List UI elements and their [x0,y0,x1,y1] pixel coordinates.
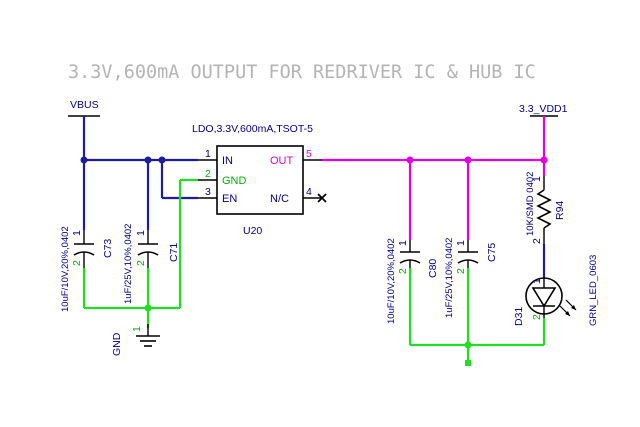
capacitor-c80: 1 2 C80 10uF/10V,20%,0402 [386,238,439,324]
c71-value: 1uF/25V,10%,0402 [123,224,134,304]
r94-value: 10K/SMD 0402 [525,172,536,236]
c75-pin1: 1 [455,240,467,246]
c73-pin1: 1 [71,230,83,236]
u20-pin-en-name: EN [222,193,237,205]
u20-pin-in-num: 1 [205,148,211,160]
schematic-title: 3.3V,600mA OUTPUT FOR REDRIVER IC & HUB … [68,62,536,83]
led-d31: 1 2 D31 GRN_LED_0603 [513,244,599,326]
d31-ref: D31 [513,307,525,326]
capacitor-c75: 1 2 C75 1uF/25V,10%,0402 [444,238,498,318]
gnd-net-right [408,268,546,366]
c75-ref: C75 [486,243,498,262]
capacitor-c73: 1 2 C73 10uF/10V,20%,0402 [60,226,114,312]
c71-ref: C71 [168,243,180,262]
gnd-label: GND [111,332,123,356]
u20-pin-gnd-name: GND [222,175,247,187]
c80-pin2: 2 [397,268,409,274]
c71-pin1: 1 [135,230,147,236]
junction-dot [80,156,88,164]
u20-ldo: LDO,3.3V,600mA,TSOT-5 U20 1 IN 2 GND 3 E… [192,123,327,237]
resistor-r94: 1 2 R94 10K/SMD 0402 [525,172,566,244]
c75-value: 1uF/25V,10%,0402 [444,238,455,318]
junction-dot [158,156,166,164]
junction-dot [144,156,152,164]
u20-pin-out-num: 5 [306,148,312,160]
u20-pin-nc-name: N/C [270,193,289,205]
u20-pin-in-name: IN [222,155,233,167]
capacitor-c71: 1 2 C71 1uF/25V,10%,0402 [123,224,180,304]
junction-dot [406,156,414,164]
vbus-net-label: VBUS [70,99,99,111]
c80-pin1: 1 [397,240,409,246]
no-connect-x-icon [317,193,327,203]
gnd-symbol: 1 GND [111,324,160,356]
u20-value: LDO,3.3V,600mA,TSOT-5 [192,123,313,135]
c80-ref: C80 [427,259,439,278]
c75-pin2: 2 [455,268,467,274]
d31-value: GRN_LED_0603 [588,255,599,326]
junction-dot [464,341,472,349]
c73-pin2: 2 [71,260,83,266]
junction-dot [540,156,548,164]
c73-ref: C73 [102,239,114,258]
vdd-net: 3.3_VDD1 [322,103,568,240]
vdd-net-label: 3.3_VDD1 [519,103,568,115]
light-emission-arrows-icon [559,299,577,317]
c80-value: 10uF/10V,20%,0402 [386,238,397,324]
d31-pin2: 2 [531,314,543,320]
u20-pin-nc-num: 4 [306,186,312,198]
led-diode-icon [531,287,557,308]
u20-pin-en-num: 3 [205,186,211,198]
gnd-net-left [82,178,198,328]
net-port-square [465,360,471,366]
r94-ref: R94 [554,201,566,220]
junction-dot [464,156,472,164]
u20-pin-gnd-num: 2 [205,168,211,180]
c71-pin2: 2 [135,260,147,266]
c73-value: 10uF/10V,20%,0402 [60,226,71,312]
d31-pin1: 1 [531,278,543,284]
r94-pin1: 1 [531,176,543,182]
r94-pin2: 2 [531,238,543,244]
u20-pin-out-name: OUT [270,155,294,167]
u20-ref: U20 [243,225,262,237]
vbus-net: VBUS [68,99,198,230]
junction-dot [144,304,152,312]
gnd-pin-num: 1 [131,326,143,332]
